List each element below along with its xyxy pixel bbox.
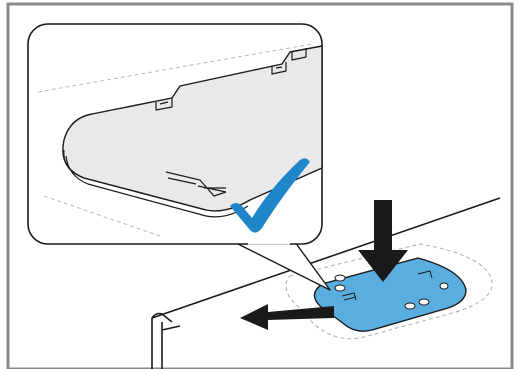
zoom-detail-bubble [27,23,323,245]
slot-marker [165,171,227,197]
blue-mounting-plate [313,257,467,332]
appliance-body [151,197,501,369]
checkmark-icon [230,158,310,233]
plate-mounting-area [285,243,493,340]
left-arrow-icon [240,304,334,330]
down-arrow-icon [358,200,408,282]
